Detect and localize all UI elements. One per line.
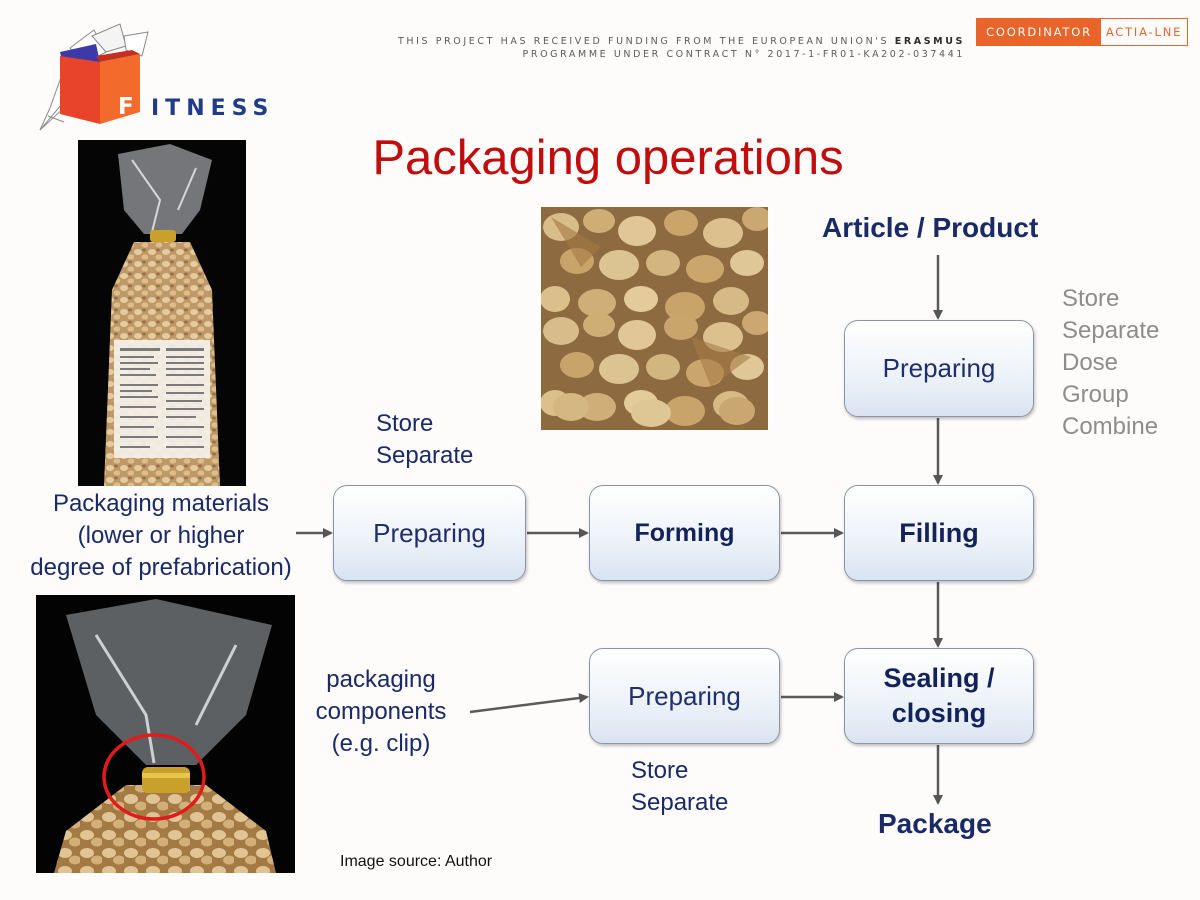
box-sealing-closing: Sealing / closing xyxy=(844,648,1034,744)
box-preparing-components: Preparing xyxy=(589,648,780,744)
slide-title: Packaging operations xyxy=(372,131,844,185)
ops-product-preparing: Store Separate Dose Group Combine xyxy=(1062,283,1159,443)
box-preparing-materials: Preparing xyxy=(333,485,526,581)
op-item: Group xyxy=(1062,381,1129,408)
op-item: Combine xyxy=(1062,413,1159,440)
components-line: packaging xyxy=(326,666,436,693)
funding-erasmus: ERASMUS xyxy=(894,36,965,47)
label-package: Package xyxy=(878,808,992,839)
components-line: (e.g. clip) xyxy=(331,730,431,757)
op-item: Store xyxy=(376,410,434,437)
ops-materials-preparing: Store Separate xyxy=(376,408,473,472)
sealing-line-2: closing xyxy=(891,698,987,728)
photo-muesli-bag xyxy=(78,140,246,486)
logo-text: ITNESS xyxy=(151,96,275,121)
muesli-bag-image xyxy=(78,140,246,486)
box-filling: Filling xyxy=(844,485,1034,581)
ops-components-preparing: Store Separate xyxy=(631,755,728,819)
materials-line: (lower or higher xyxy=(77,522,245,549)
coordinator-badge: COORDINATOR ACTIA-LNE xyxy=(976,18,1188,46)
materials-line: degree of prefabrication) xyxy=(30,554,292,581)
logo-letter: F xyxy=(118,94,134,120)
op-item: Separate xyxy=(376,442,474,469)
coordinator-name: ACTIA-LNE xyxy=(1105,25,1183,39)
op-item: Store xyxy=(631,757,689,784)
coordinator-label: COORDINATOR xyxy=(977,19,1101,45)
op-item: Separate xyxy=(1062,317,1160,344)
materials-line: Packaging materials xyxy=(52,490,270,517)
photo-muesli-closeup xyxy=(541,207,768,430)
muesli-texture-image xyxy=(541,207,768,430)
logo-book-icon xyxy=(39,23,149,131)
op-item: Dose xyxy=(1062,349,1119,376)
box-preparing-product: Preparing xyxy=(844,320,1034,417)
photo-bag-clip xyxy=(36,595,295,873)
op-item: Store xyxy=(1062,285,1120,312)
bag-clip-image xyxy=(36,595,295,873)
funding-line-1-text: THIS PROJECT HAS RECEIVED FUNDING FROM T… xyxy=(397,36,895,47)
funding-notice: THIS PROJECT HAS RECEIVED FUNDING FROM T… xyxy=(398,35,965,61)
sealing-line-1: Sealing / xyxy=(883,663,995,693)
funding-line-2: PROGRAMME UNDER CONTRACT N° 2017-1-FR01-… xyxy=(522,49,965,60)
fitness-logo: F ITNESS xyxy=(36,22,276,134)
box-forming: Forming xyxy=(589,485,780,581)
image-source-caption: Image source: Author xyxy=(340,853,493,870)
arrow-components-to-preparing xyxy=(469,693,589,714)
label-packaging-materials: Packaging materials (lower or higher deg… xyxy=(8,488,314,584)
op-item: Separate xyxy=(631,789,729,816)
label-article-product: Article / Product xyxy=(822,212,1039,243)
components-line: components xyxy=(315,698,447,725)
funding-line-1: THIS PROJECT HAS RECEIVED FUNDING FROM T… xyxy=(398,35,965,48)
label-packaging-components: packaging components (e.g. clip) xyxy=(305,664,457,760)
